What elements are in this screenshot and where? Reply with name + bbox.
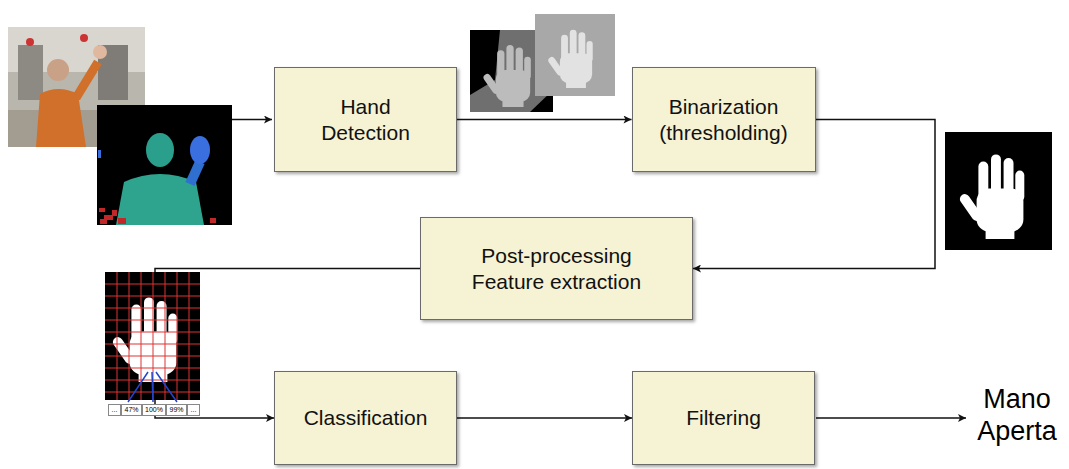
camera-photo-part	[26, 38, 34, 46]
table-cell: 100%	[142, 404, 166, 416]
flow-arrow	[457, 119, 632, 121]
box-label: Hand Detection	[306, 94, 426, 144]
process-box: Binarization (thresholding)	[632, 67, 816, 172]
hand-thumbnails	[470, 14, 615, 112]
depth-image-part	[190, 162, 200, 184]
hand-thumbnails-part	[482, 45, 531, 107]
camera-photo-part	[18, 45, 43, 100]
hand-thumbnails-part	[535, 14, 615, 96]
hand-thumbnails-part	[547, 30, 593, 88]
depth-image-part	[97, 105, 232, 225]
table-cell: 99%	[166, 404, 187, 416]
box-text-group: Post-processing Feature extraction	[457, 243, 657, 293]
box-text-group: Filtering	[686, 405, 761, 430]
box-text-group: Binarization (thresholding)	[644, 94, 804, 144]
input-arrow	[232, 119, 272, 120]
table-cell: ...	[187, 404, 200, 416]
process-box: Classification	[274, 371, 457, 465]
box-label: Binarization (thresholding)	[644, 94, 804, 144]
depth-image	[97, 105, 232, 225]
depth-image-part	[118, 218, 126, 224]
output-arrow	[816, 418, 966, 419]
grid-hand-part	[111, 297, 177, 382]
grid-hand	[105, 272, 200, 402]
camera-photo-part	[93, 45, 107, 59]
box-label: Classification	[304, 405, 428, 430]
box-label: Post-processing Feature extraction	[457, 243, 657, 293]
process-box: Filtering	[632, 371, 815, 465]
camera-photo-part	[47, 59, 69, 81]
binary-hand	[945, 132, 1052, 250]
table-cell: ...	[108, 404, 121, 416]
camera-photo-part	[80, 34, 88, 42]
table-cell: 47%	[121, 404, 142, 416]
binary-hand-part	[945, 132, 1052, 250]
depth-image-part	[190, 136, 210, 164]
depth-image-part	[98, 150, 101, 158]
box-text-group: Classification	[304, 405, 428, 430]
depth-image-part	[99, 208, 105, 212]
flow-arrow	[457, 417, 632, 419]
process-box: Hand Detection	[274, 67, 457, 172]
box-label: Filtering	[686, 405, 761, 430]
camera-photo-part	[76, 62, 98, 98]
box-text-group: Hand Detection	[306, 94, 426, 144]
process-box: Post-processing Feature extraction	[420, 217, 693, 320]
depth-image-part	[146, 133, 174, 167]
depth-image-part	[210, 218, 216, 223]
depth-image-part	[100, 219, 107, 224]
binary-hand-part	[958, 154, 1024, 239]
grid-hand-part	[128, 372, 177, 402]
depth-image-part	[112, 210, 117, 216]
output-label: Mano Aperta	[968, 383, 1066, 448]
input-arrow-part	[232, 119, 272, 121]
output-arrow-part	[816, 417, 966, 419]
